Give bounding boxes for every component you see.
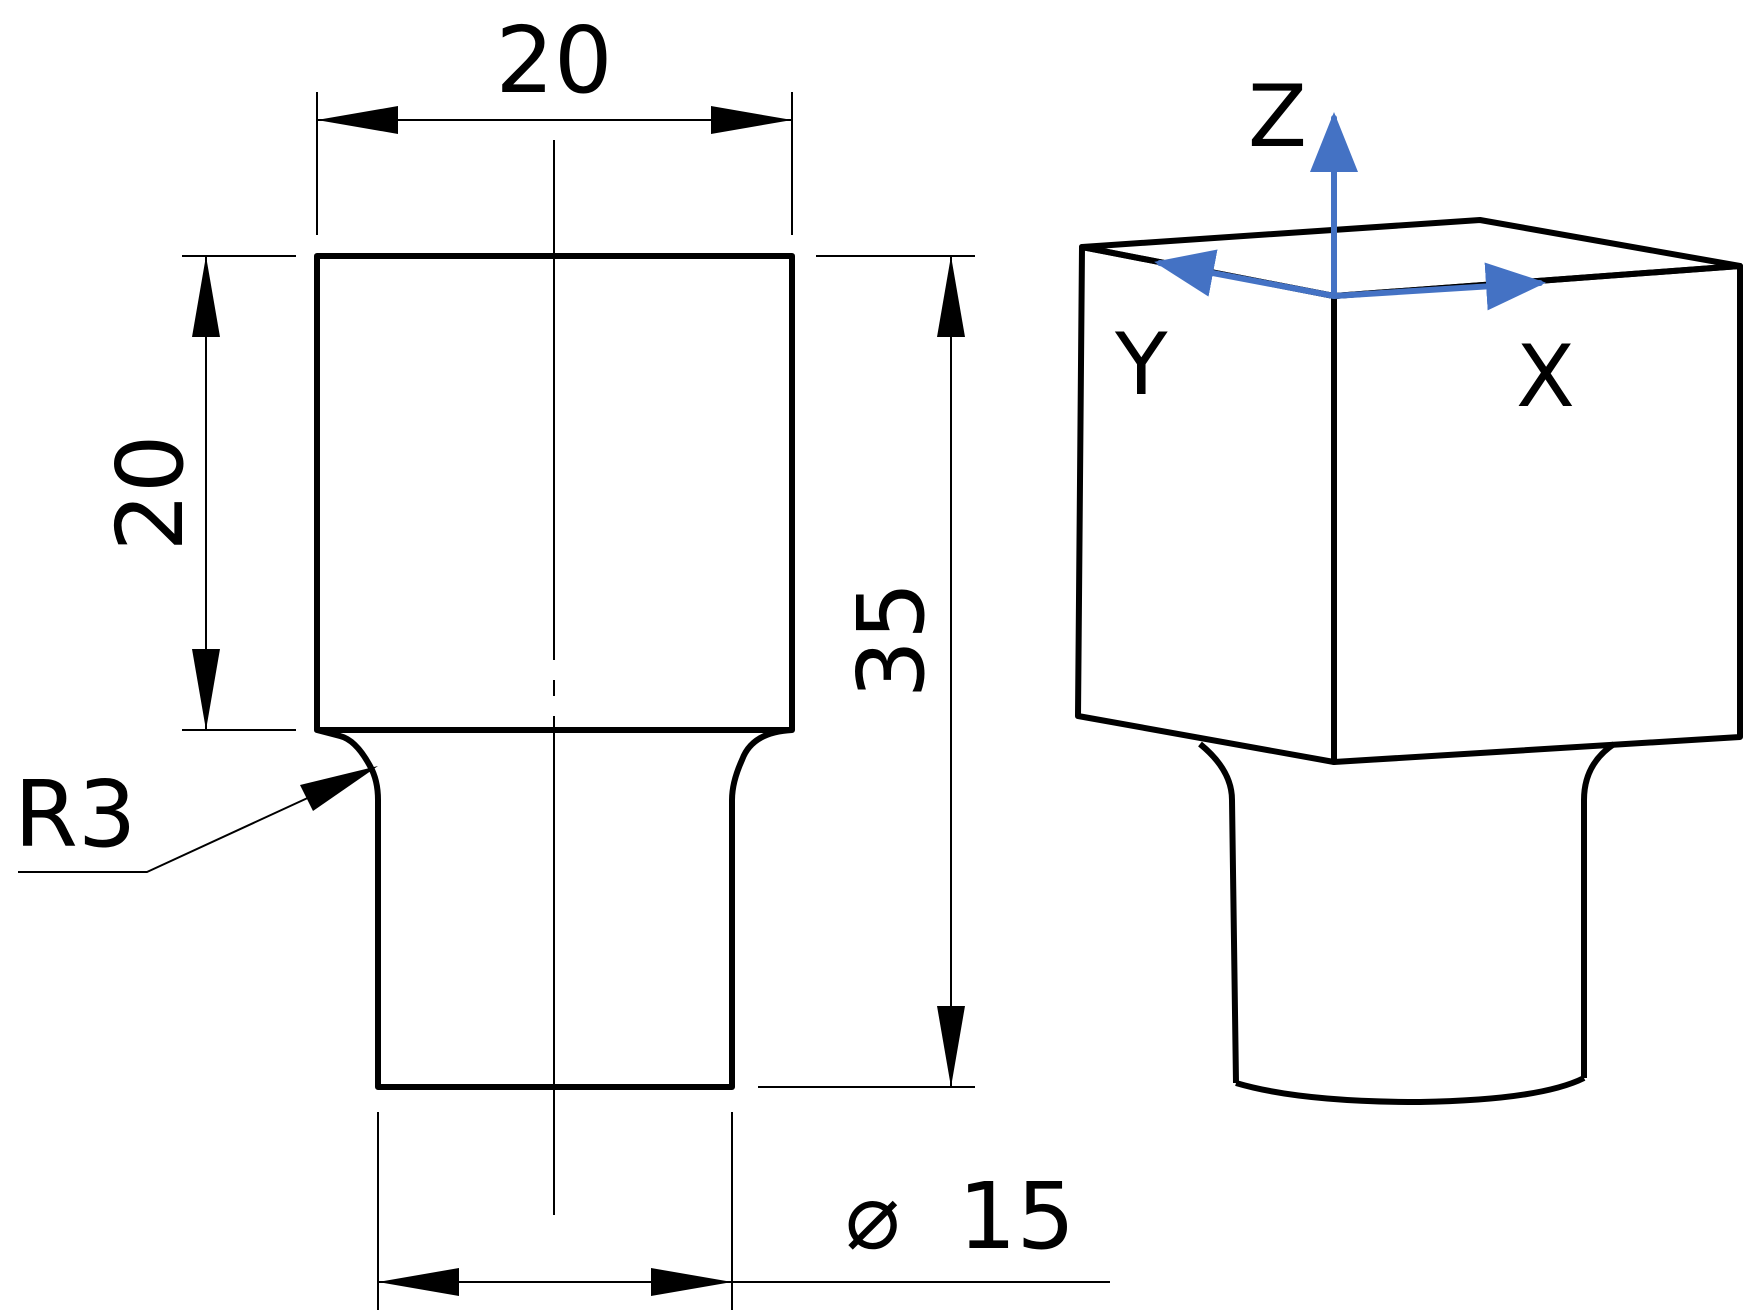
diameter-symbol: ⌀ <box>845 1163 900 1270</box>
front-view <box>18 92 1110 1310</box>
shaft-diameter-label: 15 <box>958 1163 1075 1270</box>
y-axis-label: Y <box>1114 315 1168 415</box>
leader-fillet-radius <box>18 766 378 873</box>
dim-overall-height <box>937 256 965 1087</box>
dim-shaft-diameter <box>378 1268 1110 1296</box>
x-axis-label: X <box>1516 327 1575 427</box>
dim-top-width-label: 20 <box>495 7 612 114</box>
z-axis-label: Z <box>1248 67 1307 167</box>
y-axis-arrow <box>1154 249 1337 299</box>
x-axis-arrow <box>1331 262 1546 311</box>
iso-axes <box>1154 112 1546 311</box>
iso-shaft-bottom <box>1235 1075 1586 1105</box>
iso-view <box>1075 217 1743 1105</box>
dim-head-height-label: 20 <box>97 434 204 551</box>
iso-right-face <box>1331 263 1743 765</box>
iso-shaft-outline <box>1198 741 1239 1084</box>
iso-top-face <box>1079 217 1743 299</box>
iso-shaft-outline-right <box>1581 741 1616 1078</box>
dim-top-width <box>317 106 792 134</box>
part-outline <box>314 253 795 1090</box>
dim-overall-height-label: 35 <box>838 581 945 698</box>
dim-head-height <box>192 256 220 730</box>
fillet-radius-label: R3 <box>14 761 136 868</box>
